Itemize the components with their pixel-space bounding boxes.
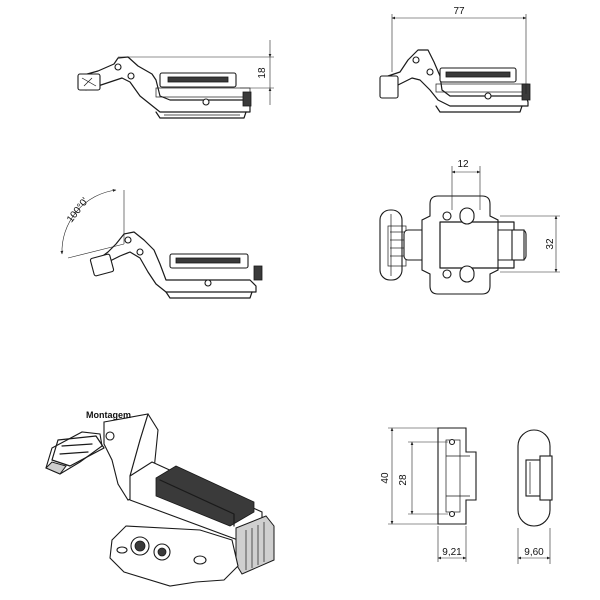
dim-9-21: 9,21 bbox=[442, 547, 462, 558]
dim-12: 12 bbox=[457, 159, 469, 170]
plate-side-view: 40 28 9,21 bbox=[380, 427, 477, 562]
side-view-closed: 18 bbox=[77, 40, 274, 119]
dim-77: 77 bbox=[453, 6, 465, 17]
dim-9-60: 9,60 bbox=[524, 547, 544, 558]
isometric-view: Montagem bbox=[45, 410, 275, 587]
side-view-open: 100°0' bbox=[60, 188, 263, 299]
assembly-label: Montagem bbox=[86, 410, 131, 420]
top-view: 12 32 bbox=[379, 159, 560, 295]
side-view-width: 77 bbox=[379, 6, 531, 113]
dim-32: 32 bbox=[545, 238, 556, 250]
dim-40: 40 bbox=[380, 472, 391, 484]
dim-18: 18 bbox=[257, 67, 268, 79]
plate-front-view: 9,60 bbox=[517, 429, 553, 564]
dim-angle: 100°0' bbox=[65, 196, 91, 225]
dim-28: 28 bbox=[398, 474, 409, 486]
